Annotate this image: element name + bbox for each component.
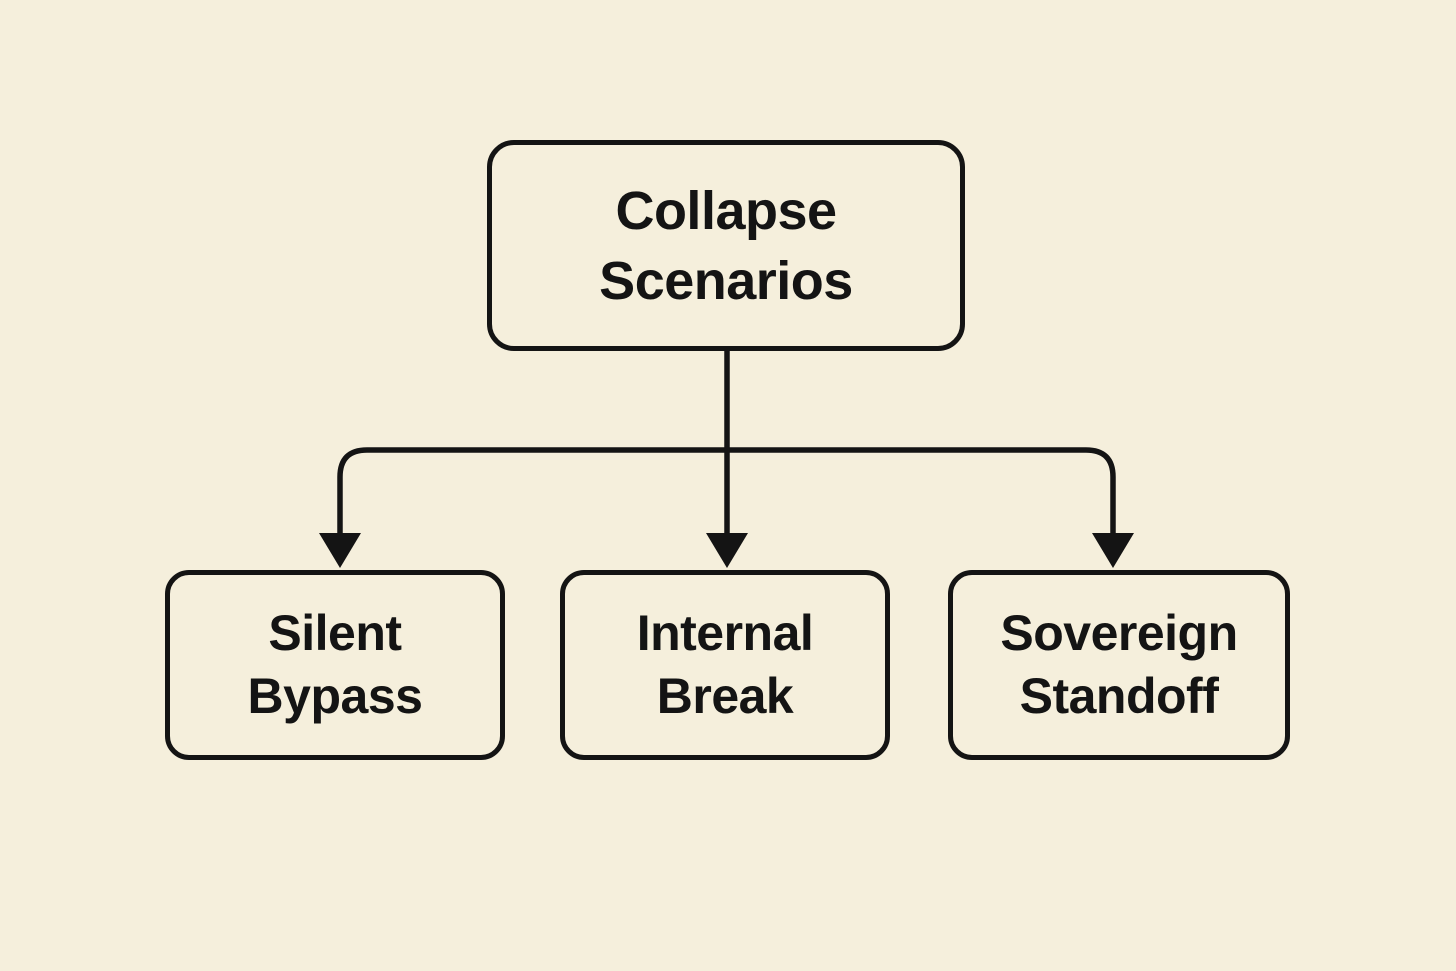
node-sovereign-standoff: Sovereign Standoff <box>948 570 1290 760</box>
arrowhead-left-icon <box>319 533 361 568</box>
node-label: Silent Bypass <box>247 605 423 724</box>
node-internal-break: Internal Break <box>560 570 890 760</box>
node-collapse-scenarios: Collapse Scenarios <box>487 140 965 351</box>
arrowhead-right-icon <box>1092 533 1134 568</box>
arrowhead-center-icon <box>706 533 748 568</box>
node-label: Collapse Scenarios <box>599 180 853 311</box>
node-label: Internal Break <box>636 605 814 724</box>
node-silent-bypass: Silent Bypass <box>165 570 505 760</box>
edge-branch-rail <box>337 447 1116 540</box>
node-label: Sovereign Standoff <box>1000 605 1238 724</box>
